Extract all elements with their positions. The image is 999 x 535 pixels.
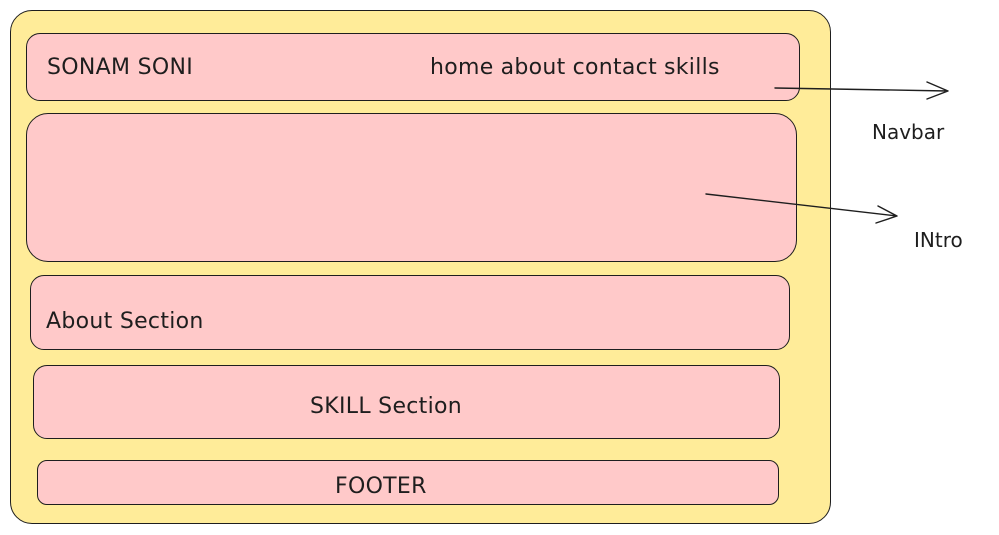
nav-link-skills: skills xyxy=(664,55,720,80)
intro-annotation: INtro xyxy=(914,228,963,252)
nav-link-contact: contact xyxy=(572,55,657,80)
footer-label: FOOTER xyxy=(335,474,427,499)
intro-arrow xyxy=(705,193,898,224)
navbar-annotation: Navbar xyxy=(872,120,945,144)
navbar-box xyxy=(26,33,800,101)
footer-box xyxy=(37,460,779,505)
nav-link-home: home xyxy=(430,55,494,80)
nav-link-about: about xyxy=(500,55,566,80)
intro-box xyxy=(26,113,797,262)
about-section-box xyxy=(30,275,790,350)
skill-section-label: SKILL Section xyxy=(310,394,463,419)
nav-links: home about contact skills xyxy=(430,57,720,79)
about-section-label: About Section xyxy=(46,309,204,334)
skill-section-box xyxy=(33,365,780,439)
brand-name: SONAM SONI xyxy=(47,55,193,80)
navbar-arrow xyxy=(774,81,949,100)
